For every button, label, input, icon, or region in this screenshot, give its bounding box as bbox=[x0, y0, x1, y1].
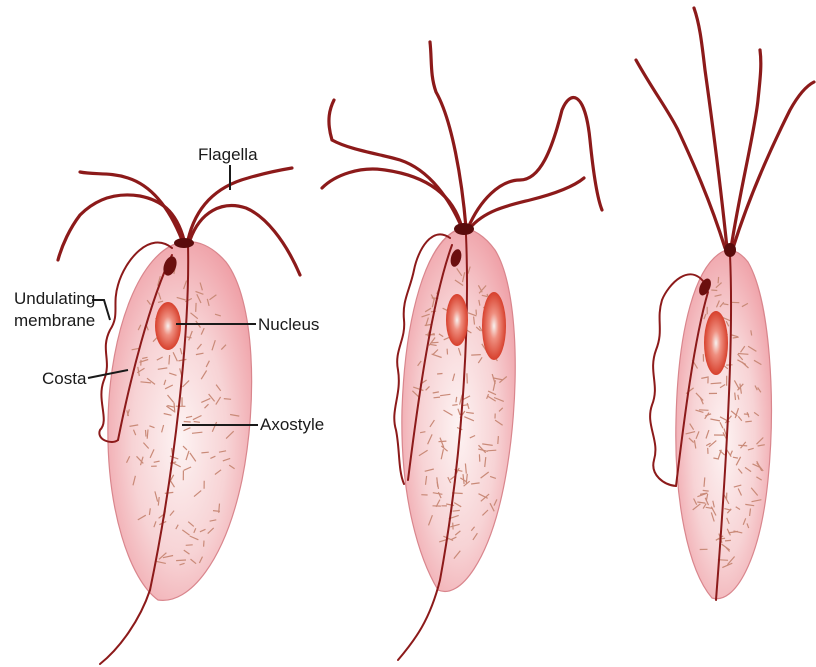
rod-granule bbox=[725, 540, 731, 541]
rod-granule bbox=[194, 422, 200, 423]
label-undulating: Undulating bbox=[14, 289, 95, 308]
nucleus-1 bbox=[155, 302, 181, 350]
rod-granule bbox=[745, 421, 752, 422]
rod-granule bbox=[498, 436, 499, 444]
rod-granule bbox=[219, 504, 220, 513]
rod-granule bbox=[718, 277, 719, 283]
rod-granule bbox=[174, 403, 175, 411]
rod-granule bbox=[184, 422, 191, 423]
cell-body-1 bbox=[108, 242, 252, 601]
rod-granule bbox=[224, 399, 231, 400]
blepharoplast-3 bbox=[724, 243, 736, 257]
rod-granule bbox=[452, 405, 457, 406]
rod-granule bbox=[437, 374, 442, 375]
nucleus-3 bbox=[704, 311, 728, 375]
rod-granule bbox=[738, 445, 747, 446]
nucleus-2a bbox=[446, 294, 468, 346]
rod-granule bbox=[487, 450, 496, 451]
rod-granule bbox=[711, 290, 717, 291]
rod-granule bbox=[735, 393, 736, 400]
rod-granule bbox=[201, 452, 208, 453]
rod-granule bbox=[723, 304, 728, 305]
rod-granule bbox=[146, 430, 147, 437]
rod-granule bbox=[704, 477, 705, 486]
nucleus-2b bbox=[482, 292, 506, 360]
flagella-2 bbox=[322, 42, 602, 228]
rod-granule bbox=[147, 430, 148, 439]
label-nucleus: Nucleus bbox=[258, 315, 319, 334]
rod-granule bbox=[699, 410, 708, 411]
rod-granule bbox=[456, 397, 457, 402]
flagella-3 bbox=[636, 8, 814, 248]
organism-2 bbox=[322, 42, 602, 660]
label-costa: Costa bbox=[42, 369, 87, 388]
rod-granule bbox=[431, 342, 438, 343]
rod-granule bbox=[176, 560, 186, 561]
rod-granule bbox=[434, 397, 441, 398]
blepharoplast-2 bbox=[454, 223, 474, 235]
rod-granule bbox=[186, 545, 193, 546]
rod-granule bbox=[733, 337, 739, 338]
blepharoplast-1 bbox=[174, 238, 194, 248]
rod-granule bbox=[738, 354, 748, 355]
rod-granule bbox=[703, 490, 709, 491]
rod-granule bbox=[471, 355, 481, 356]
rod-granule bbox=[169, 355, 170, 365]
rod-granule bbox=[439, 441, 447, 442]
label-membrane: membrane bbox=[14, 311, 95, 330]
label-axostyle: Axostyle bbox=[260, 415, 324, 434]
rod-granule bbox=[453, 510, 460, 511]
label-flagella: Flagella bbox=[198, 145, 258, 164]
rod-granule bbox=[711, 383, 722, 384]
organism-3 bbox=[636, 8, 814, 600]
